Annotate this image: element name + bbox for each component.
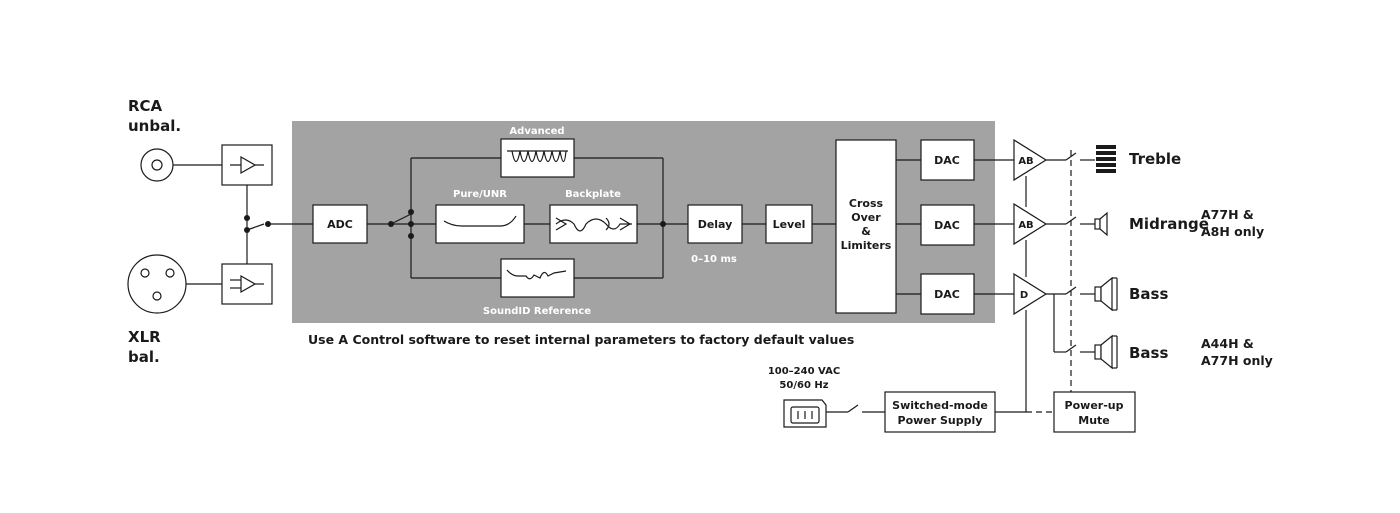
crossover-block <box>835 139 897 314</box>
mains-frequency-label: 50/60 Hz <box>779 380 828 391</box>
bass-2-note-1: A44H & <box>1201 336 1254 351</box>
backplate-curve-icon <box>555 217 632 232</box>
output-wiring <box>974 150 1095 413</box>
xlr-sublabel: bal. <box>128 348 160 366</box>
bass-driver-icon <box>1094 276 1118 312</box>
advanced-eq-icon <box>507 150 568 163</box>
amp-midrange-label: AB <box>1018 220 1033 231</box>
level-label: Level <box>773 218 806 231</box>
dac-label-midrange: DAC <box>934 219 960 232</box>
midrange-driver-icon <box>1094 211 1108 237</box>
rca-buffer-icon <box>221 144 273 186</box>
bass-driver-2-icon <box>1094 334 1118 370</box>
iec-power-inlet-icon <box>783 399 827 428</box>
power-up-mute-label-1: Power-up <box>1065 399 1124 412</box>
amp-treble-label: AB <box>1018 156 1033 167</box>
reset-note: Use A Control software to reset internal… <box>308 332 854 347</box>
soundid-curve-icon <box>506 269 567 280</box>
dac-block-midrange <box>920 204 975 246</box>
power-supply-label-2: Power Supply <box>898 414 983 427</box>
amp-bass-icon <box>1013 272 1048 316</box>
delay-range-label: 0–10 ms <box>691 254 737 265</box>
amp-treble-icon <box>1013 138 1048 182</box>
adc-block <box>312 204 368 244</box>
pure-unr-curve-icon <box>443 215 517 227</box>
power-wiring <box>826 404 885 413</box>
advanced-label: Advanced <box>509 126 564 137</box>
rca-label: RCA <box>128 97 163 115</box>
midrange-note-1: A77H & <box>1201 207 1254 222</box>
dac-label-treble: DAC <box>934 154 960 167</box>
crossover-label-1: Cross <box>849 197 884 210</box>
delay-label: Delay <box>698 218 733 231</box>
crossover-label-4: Limiters <box>841 239 892 252</box>
backplate-label: Backplate <box>565 189 621 200</box>
power-up-mute-block <box>1053 391 1136 433</box>
output-bass-2: Bass <box>1129 344 1168 362</box>
crossover-label-3: & <box>861 225 871 238</box>
bass-2-note-2: A77H only <box>1201 353 1273 368</box>
output-treble: Treble <box>1129 150 1181 168</box>
rca-connector-icon <box>140 148 174 182</box>
amp-bass-label: D <box>1020 290 1028 301</box>
power-supply-label-1: Switched-mode <box>892 399 988 412</box>
level-block <box>765 204 813 244</box>
ribbon-tweeter-icon <box>1096 145 1116 173</box>
output-midrange: Midrange <box>1129 215 1209 233</box>
xlr-label: XLR <box>128 328 161 346</box>
xlr-buffer-icon <box>221 263 273 305</box>
soundid-block <box>500 258 575 298</box>
output-bass: Bass <box>1129 285 1168 303</box>
adc-label: ADC <box>327 218 353 231</box>
power-up-mute-label-2: Mute <box>1078 414 1110 427</box>
xlr-connector-icon <box>127 254 187 314</box>
soundid-label: SoundID Reference <box>483 306 591 317</box>
rca-sublabel: unbal. <box>128 117 181 135</box>
pure-unr-label: Pure/UNR <box>453 189 507 200</box>
dac-label-bass: DAC <box>934 288 960 301</box>
delay-block <box>687 204 743 244</box>
dsp-wiring <box>292 157 921 295</box>
mains-voltage-label: 100–240 VAC <box>768 366 840 377</box>
dac-block-treble <box>920 139 975 181</box>
midrange-note-2: A8H only <box>1201 224 1264 239</box>
amp-midrange-icon <box>1013 202 1048 246</box>
input-wiring <box>173 164 292 285</box>
crossover-label-2: Over <box>851 211 881 224</box>
